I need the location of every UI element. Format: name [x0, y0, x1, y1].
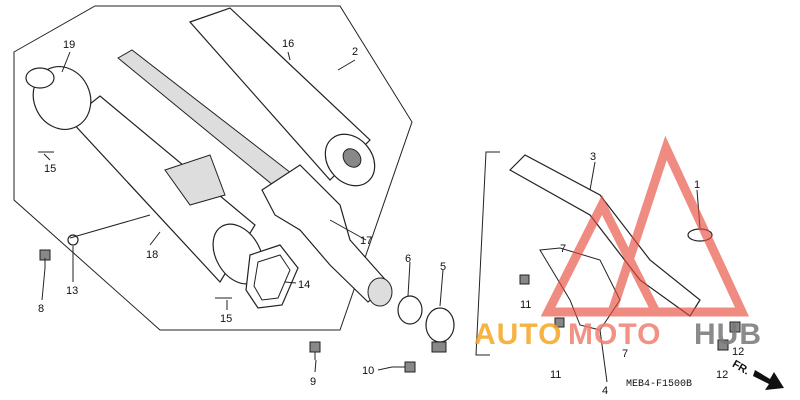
callout-9: 9	[310, 376, 316, 388]
watermark-triangle-icon	[540, 135, 750, 317]
bolt-8	[39, 249, 51, 268]
callout-11b: 11	[550, 369, 561, 381]
part-joint-pipe	[261, 164, 393, 307]
callout-7b: 7	[622, 348, 628, 360]
callout-3: 3	[590, 151, 596, 163]
bolt-9	[309, 341, 321, 360]
callout-13: 13	[66, 285, 78, 297]
part-silencer-body	[69, 95, 264, 285]
callout-15a: 15	[44, 163, 56, 175]
callout-12a: 12	[732, 346, 744, 358]
svg-text:FR.: FR.	[730, 358, 751, 377]
callout-17: 17	[360, 235, 372, 247]
part-nut	[717, 339, 729, 351]
part-end-cap	[25, 66, 92, 130]
callout-15b: 15	[220, 313, 232, 325]
callout-7a: 7	[560, 243, 566, 255]
callout-1: 1	[694, 179, 700, 191]
assembly-frame	[13, 5, 413, 331]
callout-12b: 12	[716, 369, 728, 381]
callout-6: 6	[405, 253, 411, 265]
callout-2: 2	[352, 46, 358, 58]
bolt-11a	[519, 274, 530, 285]
leader-lines	[41, 51, 701, 383]
part-clamp-band	[425, 307, 455, 353]
watermark-auto: AUTO	[474, 318, 562, 351]
callout-4: 4	[602, 385, 608, 397]
callout-11a: 11	[520, 299, 531, 311]
part-nut	[729, 321, 741, 333]
pipe-ref-frame	[475, 151, 500, 356]
callout-19: 19	[63, 39, 75, 51]
callout-8: 8	[38, 303, 44, 315]
part-exhaust-pipe	[509, 154, 701, 331]
watermark-hub: HUB	[694, 318, 762, 351]
callout-16: 16	[282, 38, 294, 50]
callout-5: 5	[440, 261, 446, 273]
fr-arrow-icon	[753, 370, 784, 390]
watermark-moto: MOTO	[568, 318, 661, 351]
front-direction-indicator: FR.	[730, 358, 784, 390]
part-collar	[397, 295, 423, 325]
bolt-11b	[554, 317, 565, 328]
bolt-10	[392, 361, 416, 373]
part-gasket	[245, 244, 299, 309]
watermark: AUTO MOTO HUB	[474, 135, 762, 351]
part-code: MEB4-F1500B	[626, 379, 692, 390]
callout-10: 10	[362, 365, 374, 377]
callout-14: 14	[298, 279, 310, 291]
callout-18: 18	[146, 249, 158, 261]
part-muffler-shell	[188, 7, 376, 187]
